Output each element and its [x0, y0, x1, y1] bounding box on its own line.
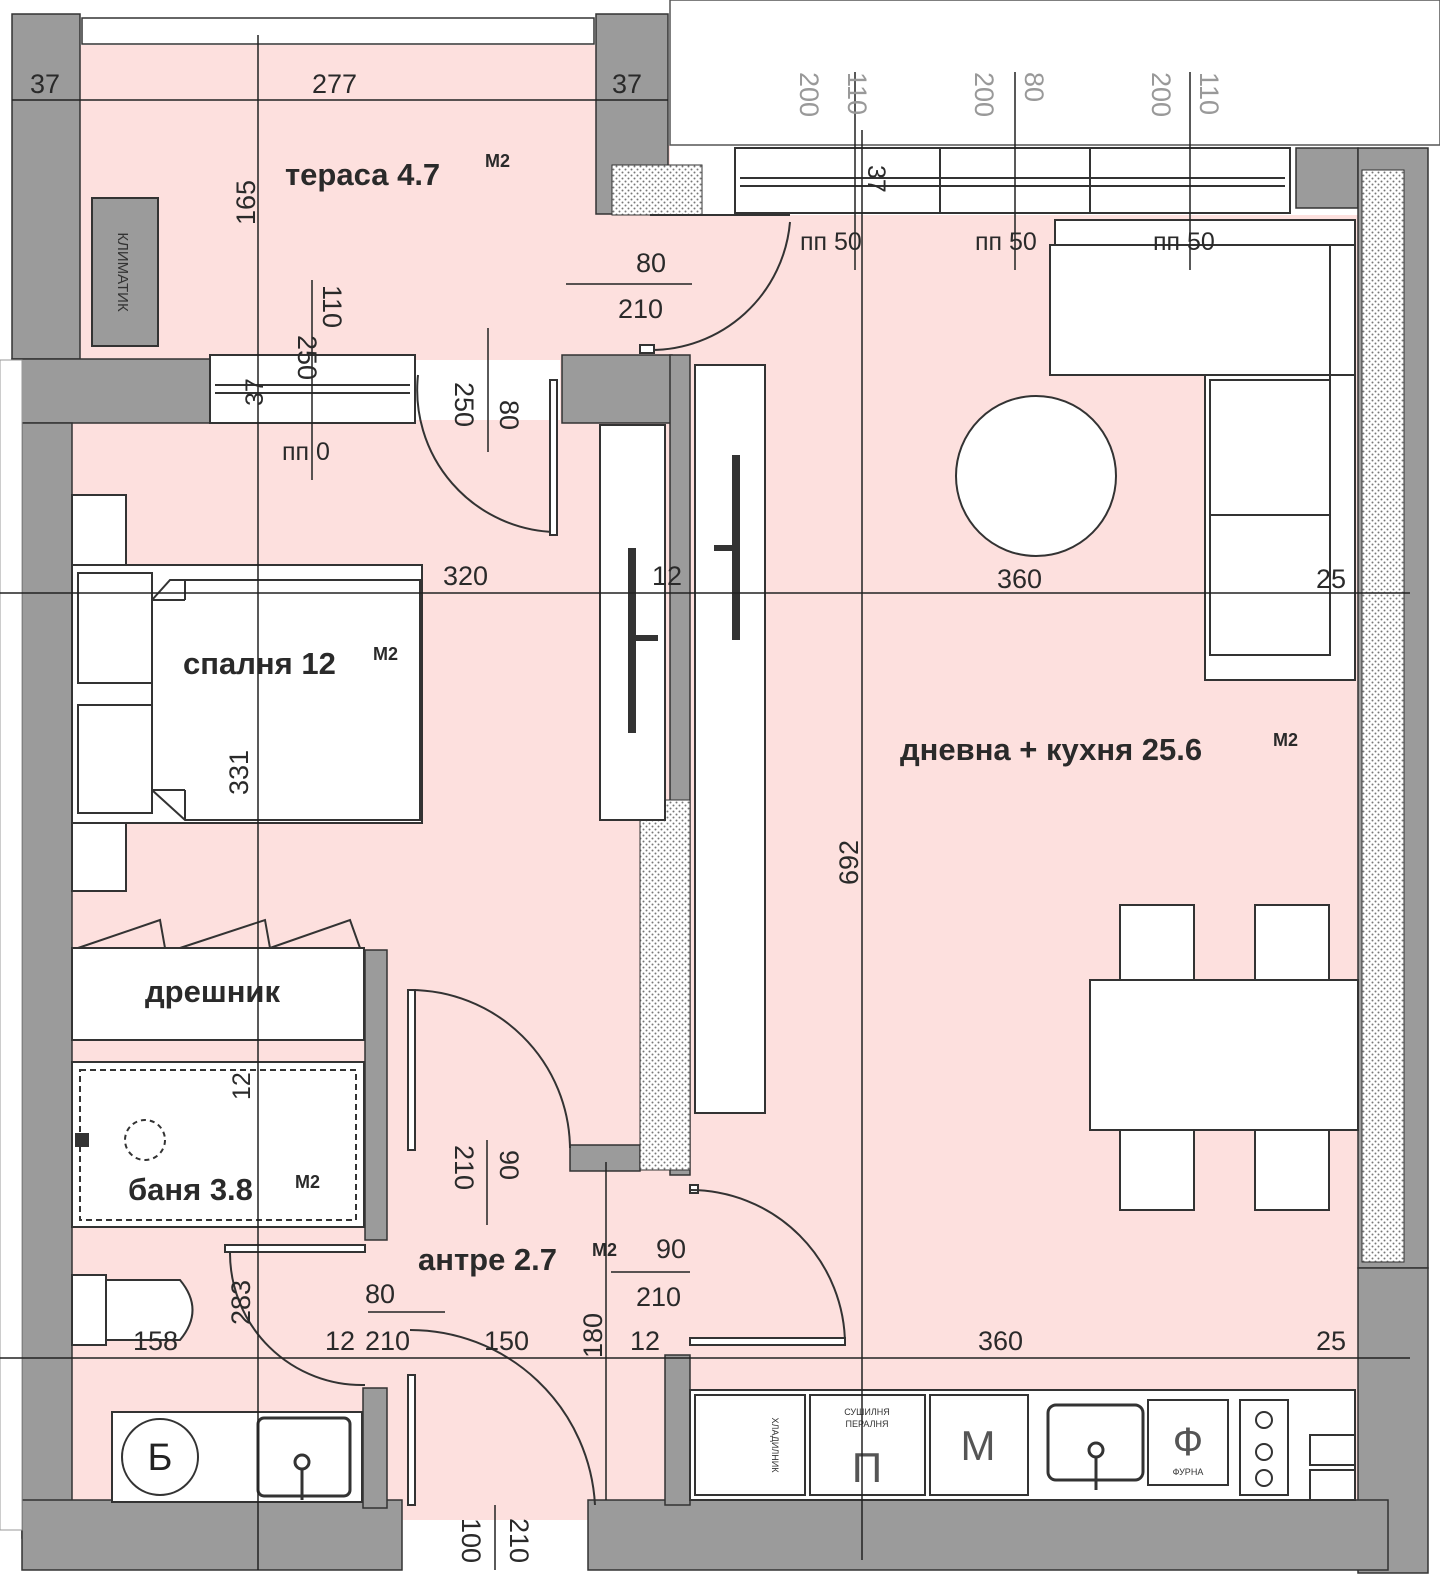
shower-tap-icon	[75, 1133, 89, 1147]
wardrobe	[71, 918, 365, 1041]
ac-unit	[91, 197, 159, 347]
dim-mid-25: 25	[1316, 564, 1346, 594]
dim-bedroom-depth: 331	[224, 750, 254, 795]
bed	[71, 564, 423, 824]
dryer-label: П	[852, 1444, 882, 1491]
dim-bath-door2-height: 210	[365, 1326, 410, 1356]
boiler-label: Б	[148, 1437, 173, 1479]
dim-mid-360: 360	[997, 564, 1042, 594]
dim-bath-door2-width: 80	[365, 1279, 395, 1309]
nightstand-top	[71, 494, 127, 566]
nightstand-bottom	[71, 822, 127, 892]
sofa	[1049, 244, 1356, 681]
dim-wall-37-right: 37	[862, 165, 890, 193]
dim-front-door-width: 100	[456, 1518, 486, 1563]
room-bedroom-label: спалня 12	[183, 646, 336, 681]
insulation-right	[1361, 169, 1405, 1263]
dim-terrace-door-width: 80	[636, 248, 666, 278]
room-entrance-unit: M2	[592, 1240, 617, 1260]
dim-wall-37-left: 37	[241, 378, 269, 406]
dim-entrance-door-width: 90	[656, 1234, 686, 1264]
room-bathroom-unit: M2	[295, 1172, 320, 1192]
kitchen-counter	[689, 1389, 1356, 1501]
dim-terrace-height: 165	[231, 180, 261, 225]
kitchen-faucet-icon	[1087, 1441, 1105, 1459]
oven-caption: ФУРНА	[1173, 1467, 1204, 1477]
room-living-label: дневна + кухня 25.6	[900, 732, 1202, 767]
room-wardrobe-label: дрешник	[145, 974, 280, 1009]
dim-bath-door-b: 90	[494, 1150, 524, 1180]
dim-top-mid: 277	[312, 69, 357, 99]
room-terrace-unit: M2	[485, 151, 510, 171]
dim-window-h1: 200	[794, 72, 824, 117]
dim-window-w1: 110	[842, 72, 872, 115]
dryer-caption-1: СУШИЛНЯ	[844, 1407, 890, 1417]
dim-window-h3: 200	[1146, 72, 1176, 117]
dim-sill-1: пп 50	[800, 228, 862, 256]
ac-label: КЛИМАТИК	[114, 232, 131, 312]
dryer-caption-2: ПЕРАЛНЯ	[846, 1419, 889, 1429]
room-bathroom-label: баня 3.8	[128, 1172, 253, 1207]
dim-bottom-180: 180	[578, 1313, 608, 1358]
neighbour-area	[669, 0, 1440, 146]
room-entrance-label: антре 2.7	[418, 1242, 557, 1277]
dim-sill-0: пп 0	[282, 438, 330, 466]
dim-sill-2: пп 50	[975, 228, 1037, 256]
tv-icon	[628, 455, 740, 733]
dim-terrace-window-b: 110	[317, 285, 347, 328]
dim-bottom-150: 150	[484, 1326, 529, 1356]
dim-window-w2: 80	[1019, 72, 1049, 102]
shower-tray	[71, 1061, 365, 1228]
dimension-lines	[0, 35, 1410, 1570]
bath-faucet-icon	[293, 1453, 311, 1471]
fridge-label: ХЛАДИЛНИК	[770, 1418, 780, 1474]
dim-sill-3: пп 50	[1153, 228, 1215, 256]
dim-bedroom-door-b: 80	[494, 400, 524, 430]
windows	[209, 147, 1291, 424]
terrace-opening	[81, 17, 595, 45]
dim-bottom-12-right: 12	[630, 1326, 660, 1356]
dim-bottom-25: 25	[1316, 1326, 1346, 1356]
microwave-label: М	[961, 1422, 996, 1469]
toilet-icon	[71, 1274, 194, 1346]
dim-window-w3: 110	[1194, 72, 1224, 115]
dim-top-left: 37	[30, 69, 60, 99]
dim-bath-wall: 12	[228, 1072, 256, 1100]
room-bedroom-unit: M2	[373, 644, 398, 664]
dim-window-h2: 200	[969, 72, 999, 117]
dim-bedroom-door-a: 250	[449, 382, 479, 427]
dim-mid-12: 12	[652, 561, 682, 591]
room-terrace-label: тераса 4.7	[285, 157, 440, 192]
dim-bottom-360: 360	[978, 1326, 1023, 1356]
dim-bath-door-a: 210	[449, 1145, 479, 1190]
boiler-icon	[121, 1418, 199, 1496]
dim-bath-depth: 283	[226, 1280, 256, 1325]
dim-top-right: 37	[612, 69, 642, 99]
insulation-partition	[639, 799, 691, 1171]
dim-mid-320: 320	[443, 561, 488, 591]
dim-terrace-window-a: 250	[292, 335, 322, 380]
dim-living-depth: 692	[834, 840, 864, 885]
room-living-unit: M2	[1273, 730, 1298, 750]
dim-bottom-12-left: 12	[325, 1326, 355, 1356]
doors	[224, 214, 846, 1506]
hob-icon	[1255, 1411, 1273, 1487]
round-table	[955, 395, 1117, 557]
dining-set	[1089, 904, 1359, 1211]
insulation-terrace	[611, 164, 703, 216]
oven-label: Ф	[1173, 1420, 1203, 1464]
dim-entrance-door-height: 210	[636, 1282, 681, 1312]
dim-terrace-door-height: 210	[618, 294, 663, 324]
left-strip	[0, 359, 23, 1531]
dim-bottom-158: 158	[133, 1326, 178, 1356]
shower-inner	[79, 1069, 357, 1221]
dim-front-door-height: 210	[504, 1518, 534, 1563]
drain-icon	[124, 1119, 166, 1161]
